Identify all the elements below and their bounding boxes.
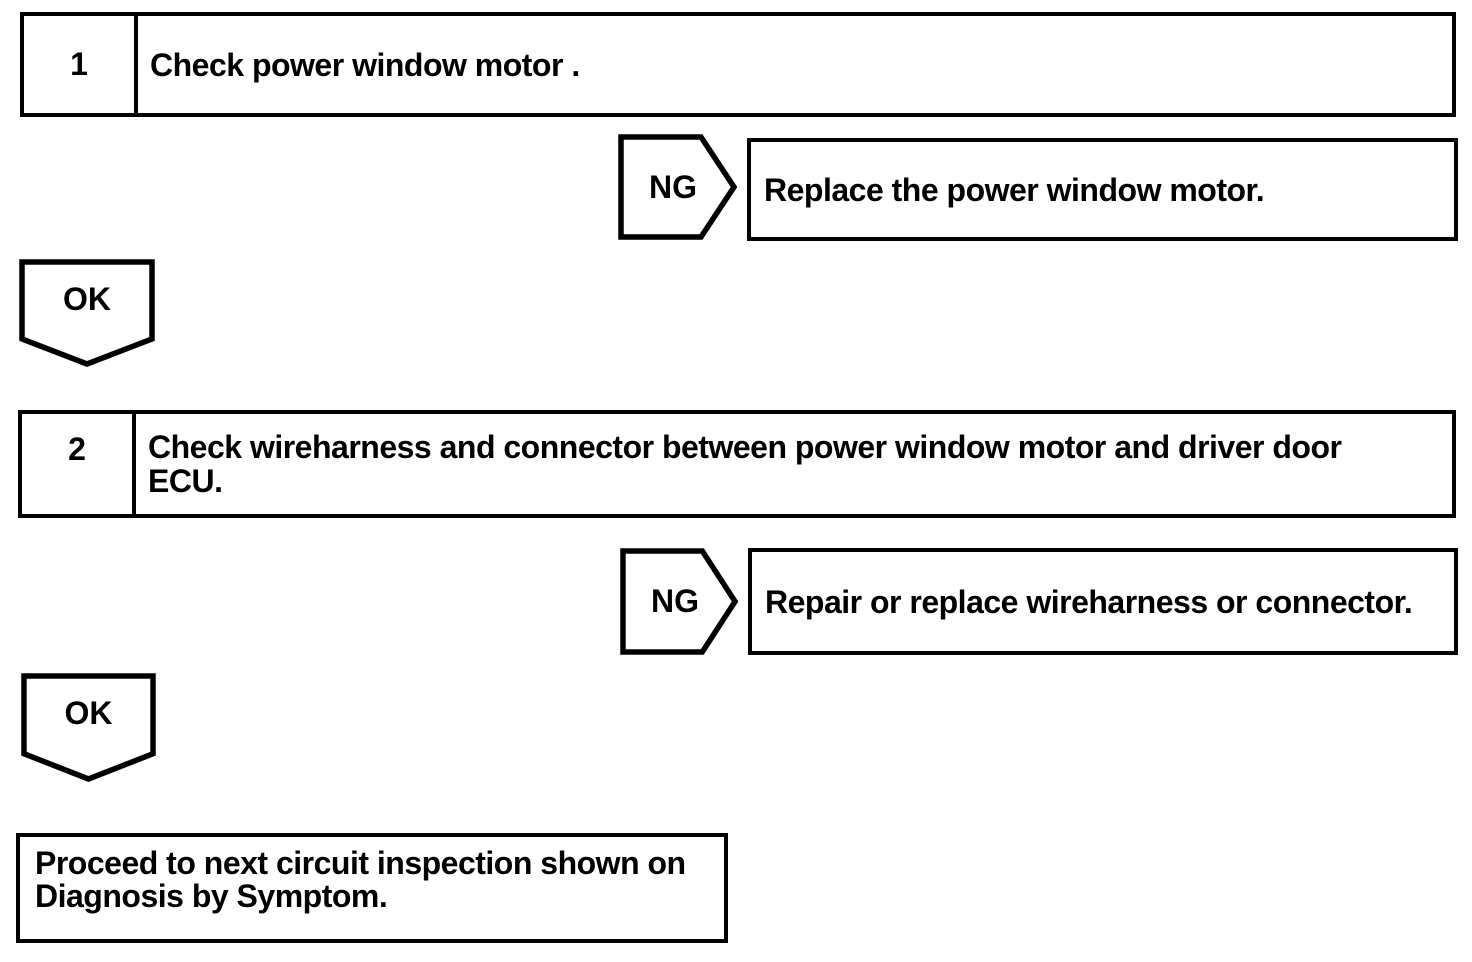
step-1-ng-label: NG (649, 168, 697, 205)
step-1-ng-arrow: NG (618, 134, 737, 240)
step-2-ok-arrow: OK (21, 673, 156, 782)
ng-right-arrow-icon (620, 548, 738, 655)
terminal-text-line-2: Diagnosis by Symptom. (35, 878, 388, 914)
step-1-number: 1 (24, 16, 138, 113)
step-2-box: 2 Check wireharness and connector betwee… (18, 410, 1456, 518)
step-2-instruction-line-1: Check wireharness and connector between … (148, 429, 1342, 465)
ok-down-arrow-icon (21, 673, 156, 782)
step-2-ng-action-text: Repair or replace wireharness or connect… (765, 583, 1413, 620)
step-2-ng-action-box: Repair or replace wireharness or connect… (748, 548, 1458, 655)
step-1-instruction-cell: Check power window motor . (138, 16, 1452, 113)
step-1-box: 1 Check power window motor . (20, 12, 1456, 117)
step-2-ng-arrow: NG (620, 548, 738, 655)
step-1-ok-label: OK (63, 280, 111, 317)
step-1-ok-arrow: OK (19, 259, 155, 367)
step-2-ok-label: OK (64, 694, 113, 731)
terminal-box: Proceed to next circuit inspection shown… (16, 833, 728, 943)
ok-down-arrow-icon (19, 259, 155, 367)
step-1-instruction: Check power window motor . (150, 46, 580, 83)
step-2-ng-label: NG (651, 583, 699, 619)
step-1-ng-action-box: Replace the power window motor. (747, 138, 1458, 241)
step-1-ng-action-text: Replace the power window motor. (764, 171, 1265, 208)
step-2-instruction-line-2: ECU. (148, 463, 223, 499)
terminal-text-line-1: Proceed to next circuit inspection shown… (35, 845, 686, 881)
step-2-number: 2 (22, 414, 136, 514)
step-2-instruction-cell: Check wireharness and connector between … (136, 414, 1452, 514)
ng-right-arrow-icon (618, 134, 737, 240)
